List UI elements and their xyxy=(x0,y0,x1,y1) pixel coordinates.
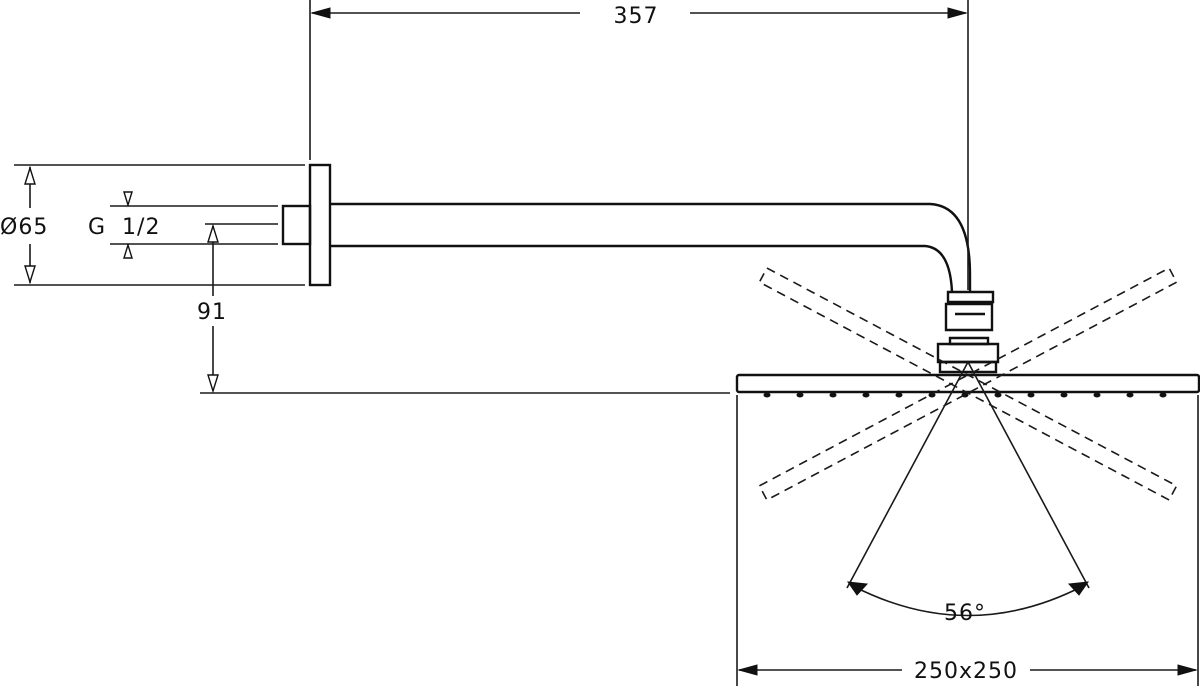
wall-flange xyxy=(281,163,332,287)
label-thread: G 1/2 xyxy=(88,215,160,240)
nozzle xyxy=(862,392,870,398)
nozzle xyxy=(1126,392,1134,398)
dimension-head-size xyxy=(736,395,1199,686)
nozzle xyxy=(763,392,771,398)
label-head-size: 250x250 xyxy=(914,659,1018,684)
shower-arm xyxy=(330,202,972,293)
label-tilt-angle: 56° xyxy=(944,601,986,626)
tilt-position-a xyxy=(758,266,1178,502)
nozzle xyxy=(1159,392,1167,398)
swivel-connector xyxy=(936,290,1000,374)
angle-rays xyxy=(846,361,1090,589)
nozzle xyxy=(796,392,804,398)
nozzle xyxy=(1027,392,1035,398)
angle-arc xyxy=(852,585,1084,617)
shower-head xyxy=(735,373,1200,394)
dimension-357 xyxy=(309,0,969,290)
dimension-diameter xyxy=(14,164,305,286)
nozzle xyxy=(895,392,903,398)
label-flange-diameter: Ø65 xyxy=(0,215,48,240)
nozzle-row xyxy=(763,392,1167,398)
dimension-thread xyxy=(110,191,278,259)
angle-arrow-right xyxy=(1067,581,1090,596)
label-drop-height: 91 xyxy=(197,300,227,325)
tilt-position-b xyxy=(758,266,1178,502)
label-arm-length: 357 xyxy=(614,4,659,29)
nozzle xyxy=(1093,392,1101,398)
angle-arrow-left xyxy=(846,581,869,596)
nozzle xyxy=(994,392,1002,398)
dimension-91 xyxy=(200,223,730,394)
nozzle xyxy=(829,392,837,398)
nozzle xyxy=(1060,392,1068,398)
